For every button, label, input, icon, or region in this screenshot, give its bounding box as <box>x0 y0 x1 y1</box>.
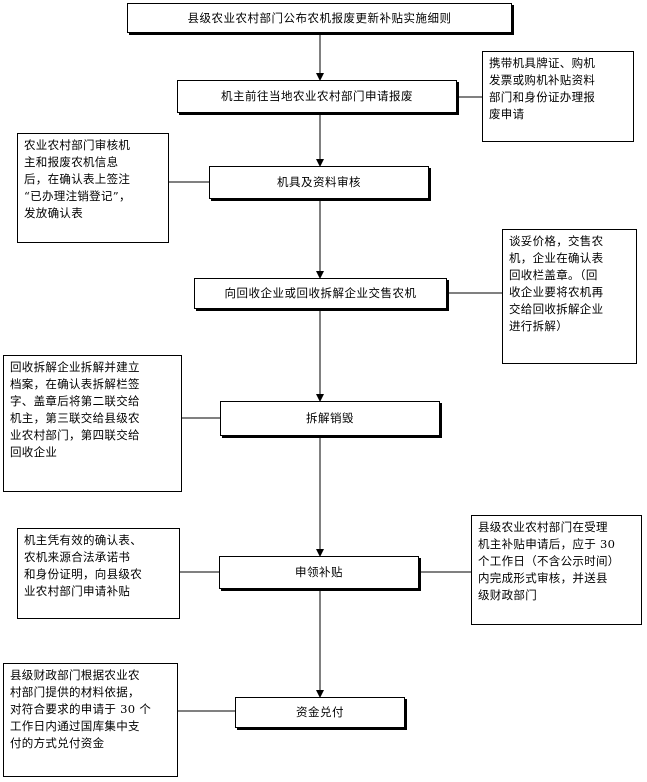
step-pay-funds: 资金兑付 <box>235 697 405 728</box>
step-publish-rules: 县级农业农村部门公布农机报废更新补贴实施细则 <box>127 3 512 33</box>
note-sell-stamp: 谈妥价格，交售农 机，企业在确认表 回收栏盖章。（回 收企业要将农机再 交给回收… <box>502 229 637 364</box>
step-dismantle: 拆解销毁 <box>220 401 440 436</box>
step-sell-machine: 向回收企业或回收拆解企业交售农机 <box>194 278 447 309</box>
note-treasury-payment: 县级财政部门根据农业农 村部门提供的材料依据， 对符合要求的申请于 30 个 工… <box>3 663 178 777</box>
step-apply-scrapping: 机主前往当地农业农村部门申请报废 <box>177 80 457 113</box>
step-review-materials: 机具及资料审核 <box>209 166 429 199</box>
note-review-confirm: 农业农村部门审核机 主和报废农机信息 后，在确认表上签注 “已办理注销登记”， … <box>17 133 169 243</box>
step-claim-subsidy: 申领补贴 <box>219 556 419 589</box>
note-dismantle-archive: 回收拆解企业拆解并建立 档案，在确认表拆解栏签 字、盖章后将第二联交给 机主，第… <box>3 355 182 492</box>
note-review-30-days: 县级农业农村部门在受理 机主补贴申请后，应于 30 个工作日（不含公示时间） 内… <box>471 515 642 625</box>
note-claim-documents: 机主凭有效的确认表、 农机来源合法承诺书 和身份证明，向县级农 业农村部门申请补… <box>17 528 180 619</box>
note-apply-documents: 携带机具牌证、购机 发票或购机补贴资料 部门和身份证办理报 废申请 <box>482 51 634 142</box>
